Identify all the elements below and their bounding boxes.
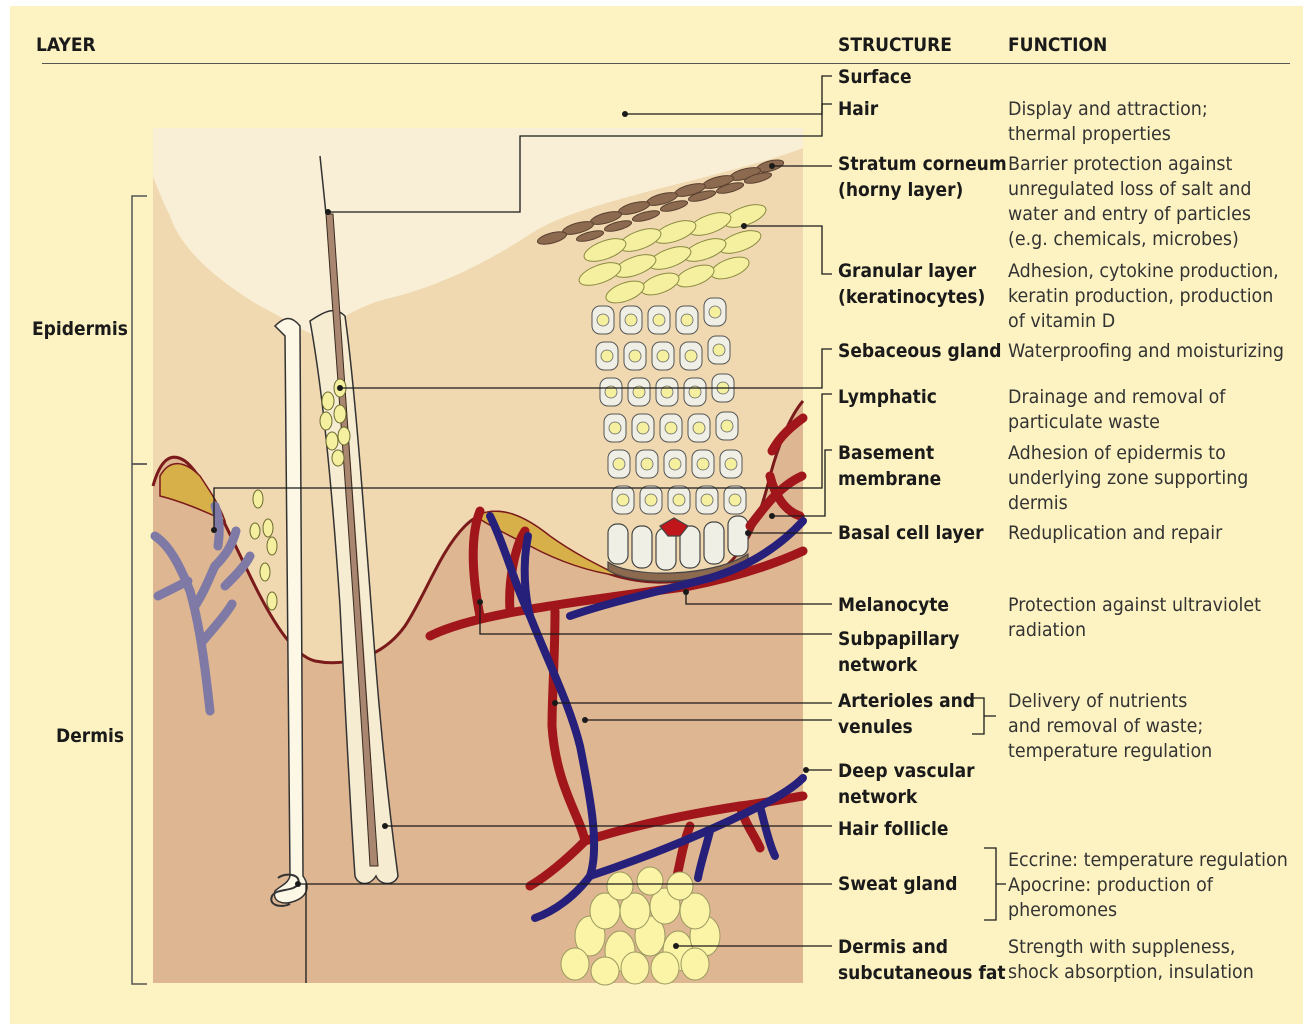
- function-basal-cell-layer: Reduplication and repair: [1008, 521, 1222, 546]
- header-structure: STRUCTURE: [838, 34, 952, 56]
- structure-melanocyte: Melanocyte: [838, 592, 949, 618]
- header-function: FUNCTION: [1008, 34, 1107, 56]
- dermis-bracket: [132, 464, 147, 984]
- function-dermis-fat: Strength with suppleness,shock absorptio…: [1008, 935, 1254, 985]
- structure-stratum-corneum: Stratum corneum(horny layer): [838, 151, 1007, 203]
- function-granular-layer: Adhesion, cytokine production,keratin pr…: [1008, 259, 1279, 334]
- structure-lymphatic: Lymphatic: [838, 384, 937, 410]
- header-layer: LAYER: [36, 34, 96, 56]
- epidermis-bracket: [132, 196, 147, 464]
- structure-surface: Surface: [838, 64, 912, 90]
- structure-sebaceous-gland: Sebaceous gland: [838, 338, 1002, 364]
- structure-sweat-gland: Sweat gland: [838, 871, 957, 897]
- structure-basal-cell-layer: Basal cell layer: [838, 520, 984, 546]
- structure-granular-layer: Granular layer(keratinocytes): [838, 258, 985, 310]
- layer-label-epidermis: Epidermis: [32, 318, 128, 340]
- header-rule: [42, 63, 1290, 64]
- function-hair: Display and attraction;thermal propertie…: [1008, 97, 1208, 147]
- structure-hair-follicle: Hair follicle: [838, 816, 948, 842]
- function-sebaceous-gland: Waterproofing and moisturizing: [1008, 339, 1284, 364]
- layer-label-dermis: Dermis: [56, 725, 124, 747]
- structure-hair: Hair: [838, 96, 878, 122]
- diagram-panel: LAYER STRUCTURE FUNCTION Epidermis Dermi…: [10, 6, 1303, 1024]
